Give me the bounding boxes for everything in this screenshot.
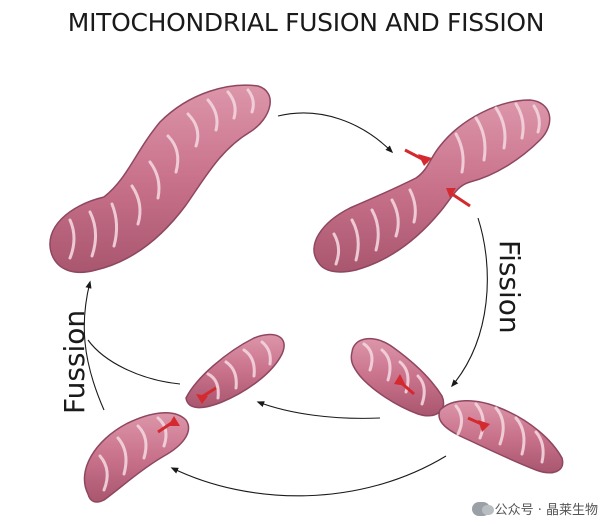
- arrow-bottom: [170, 455, 447, 497]
- arrow-left-upper: [87, 339, 181, 385]
- arrow-top: [277, 112, 394, 154]
- mitochondrion-pinching: [313, 99, 551, 273]
- arrow-left: [83, 280, 105, 411]
- arrow-middle: [256, 401, 381, 419]
- fusion-label: Fussion: [58, 310, 91, 414]
- cycle-arrows: [83, 112, 488, 497]
- mitochondrion-elongated: [49, 84, 271, 274]
- wechat-icon: [471, 501, 494, 516]
- fission-label: Fission: [493, 240, 526, 334]
- arrow-right: [451, 217, 488, 388]
- mitochondrion-separated-right: [350, 338, 564, 474]
- watermark: 公众号 · 晶莱生物: [471, 499, 598, 518]
- watermark-text: 公众号 · 晶莱生物: [494, 503, 598, 518]
- mitochondrion-separated-left: [83, 333, 285, 503]
- diagram-title: MITOCHONDRIAL FUSION AND FISSION: [67, 8, 545, 37]
